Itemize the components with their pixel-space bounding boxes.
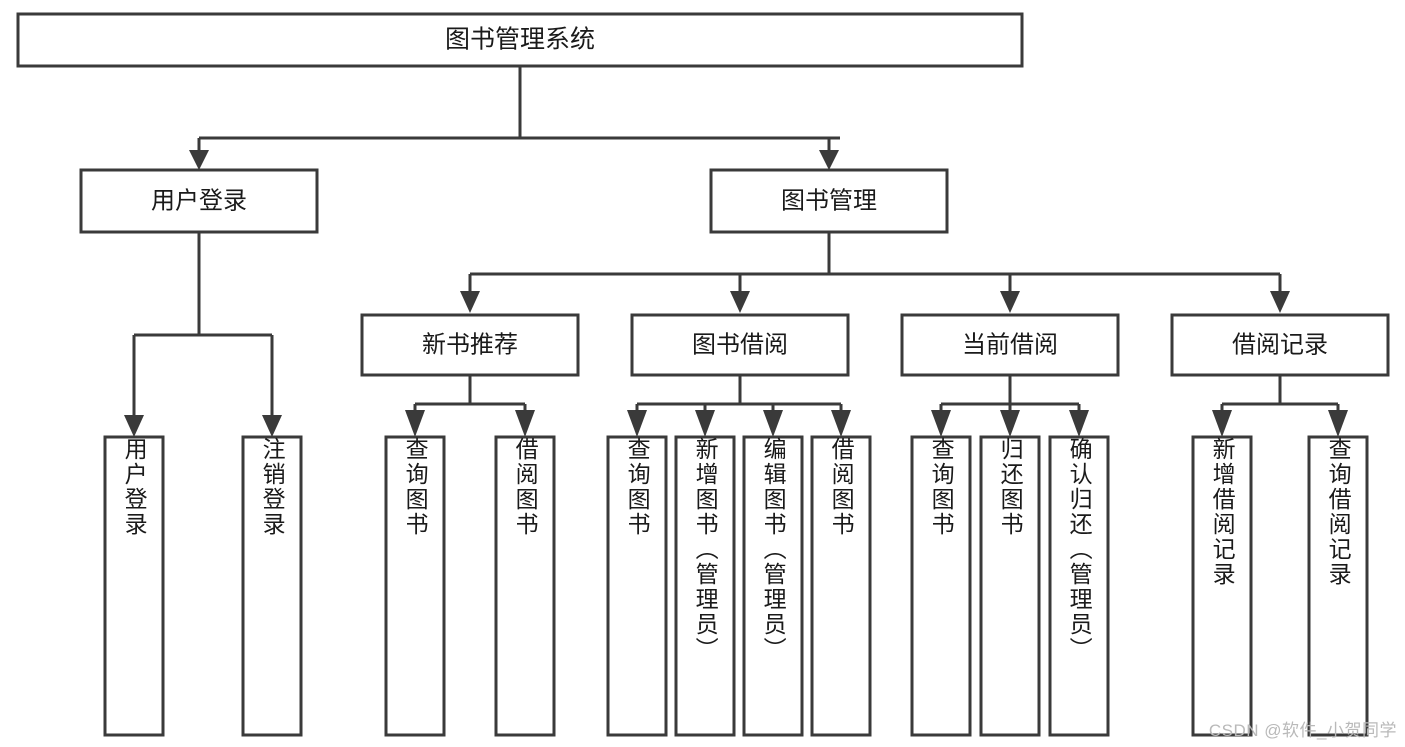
node-box-leaf-current-borrow-1[interactable] [979, 435, 1041, 737]
node-label-user-login: 用户登录 [151, 187, 247, 214]
node-box-leaf-book-borrow-1[interactable] [674, 435, 736, 737]
arrow-head-leaf-current-borrow-0 [931, 410, 951, 437]
node-box-current-borrow[interactable] [900, 313, 1120, 377]
arrow-head-leaf-book-borrow-0 [627, 410, 647, 437]
node-box-book-manage[interactable] [709, 168, 949, 234]
arrow-head-leaf-current-borrow-1 [1000, 410, 1020, 437]
arrow-head-borrow-record [1270, 291, 1290, 313]
arrow-head-leaf-user-login-1 [262, 415, 282, 437]
arrow-head-leaf-new-book-0 [405, 410, 425, 437]
node-box-root[interactable] [16, 12, 1024, 68]
arrow-head-leaf-borrow-record-0 [1212, 410, 1232, 437]
node-box-leaf-book-borrow-2[interactable] [742, 435, 804, 737]
node-label-book-manage: 图书管理 [781, 187, 877, 214]
node-box-leaf-current-borrow-0[interactable] [910, 435, 972, 737]
arrow-head-leaf-new-book-1 [515, 410, 535, 437]
arrow-head-leaf-user-login-0 [124, 415, 144, 437]
arrow-head-book-borrow [730, 291, 750, 313]
node-box-leaf-borrow-record-1[interactable] [1307, 435, 1369, 737]
arrow-head-leaf-current-borrow-2 [1069, 410, 1089, 437]
node-box-leaf-user-login-0[interactable] [103, 435, 165, 737]
node-label-book-borrow: 图书借阅 [692, 331, 788, 358]
arrow-head-leaf-book-borrow-3 [831, 410, 851, 437]
node-label-new-book-recommend: 新书推荐 [422, 331, 518, 358]
node-box-leaf-book-borrow-0[interactable] [606, 435, 668, 737]
node-box-leaf-current-borrow-2[interactable] [1048, 435, 1110, 737]
node-box-leaf-book-borrow-3[interactable] [810, 435, 872, 737]
node-label-current-borrow: 当前借阅 [962, 331, 1058, 358]
node-box-leaf-user-login-1[interactable] [241, 435, 303, 737]
node-box-leaf-new-book-1[interactable] [494, 435, 556, 737]
arrow-head-leaf-borrow-record-1 [1328, 410, 1348, 437]
node-box-borrow-record[interactable] [1170, 313, 1390, 377]
arrow-head-new-book [460, 291, 480, 313]
csdn-watermark: CSDN @软件_小贺同学 [1208, 721, 1397, 740]
arrow-head-book-manage [819, 150, 839, 170]
node-box-user-login[interactable] [79, 168, 319, 234]
arrow-head-leaf-book-borrow-1 [695, 410, 715, 437]
arrow-head-leaf-book-borrow-2 [763, 410, 783, 437]
node-box-new-book-recommend[interactable] [360, 313, 580, 377]
node-label-root: 图书管理系统 [445, 26, 595, 54]
node-layer: 图书管理系统 用户登录 图书管理 新书推荐 图书借阅 当前借阅 借阅记录 [16, 12, 1390, 737]
node-box-book-borrow[interactable] [630, 313, 850, 377]
node-box-leaf-borrow-record-0[interactable] [1191, 435, 1253, 737]
arrow-head-user-login [189, 150, 209, 170]
node-label-borrow-record: 借阅记录 [1232, 331, 1328, 358]
connector-layer [124, 66, 1348, 437]
arrow-head-current-borrow [1000, 291, 1020, 313]
node-box-leaf-new-book-0[interactable] [384, 435, 446, 737]
